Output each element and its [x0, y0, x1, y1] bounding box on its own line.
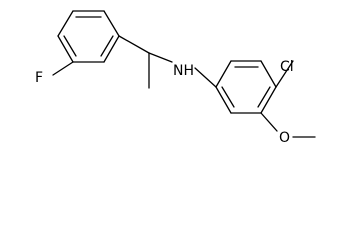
chloromethoxyphenyl-ring [215, 60, 277, 114]
fluorophenyl-ring [57, 10, 120, 63]
bond [57, 10, 74, 37]
bond-ring-ch [118, 35, 150, 54]
bond [103, 35, 120, 63]
bond [215, 86, 232, 114]
double-bond-inner [221, 86, 235, 108]
fluorine-label: F [35, 70, 43, 86]
bond-ring-oxygen [260, 112, 278, 132]
bond-ring-fluorine [52, 61, 74, 76]
chlorine-label: Cl [280, 59, 294, 75]
bond [103, 10, 120, 37]
oxygen-label: O [279, 130, 290, 146]
bond-nh-ring [194, 67, 217, 88]
amine-label: NH [173, 63, 194, 79]
double-bond-inner [100, 35, 114, 57]
bond-ring-chlorine [275, 60, 294, 88]
double-bond-inner [63, 35, 77, 57]
bond-ch-nh [148, 52, 173, 63]
molecule-structure: F NH Cl O [35, 10, 316, 146]
bond [260, 86, 277, 114]
bond [57, 35, 74, 63]
double-bond-inner [257, 86, 271, 108]
diagram-canvas: F NH Cl O [35, 10, 316, 146]
bond [215, 60, 232, 88]
bond [260, 60, 277, 88]
